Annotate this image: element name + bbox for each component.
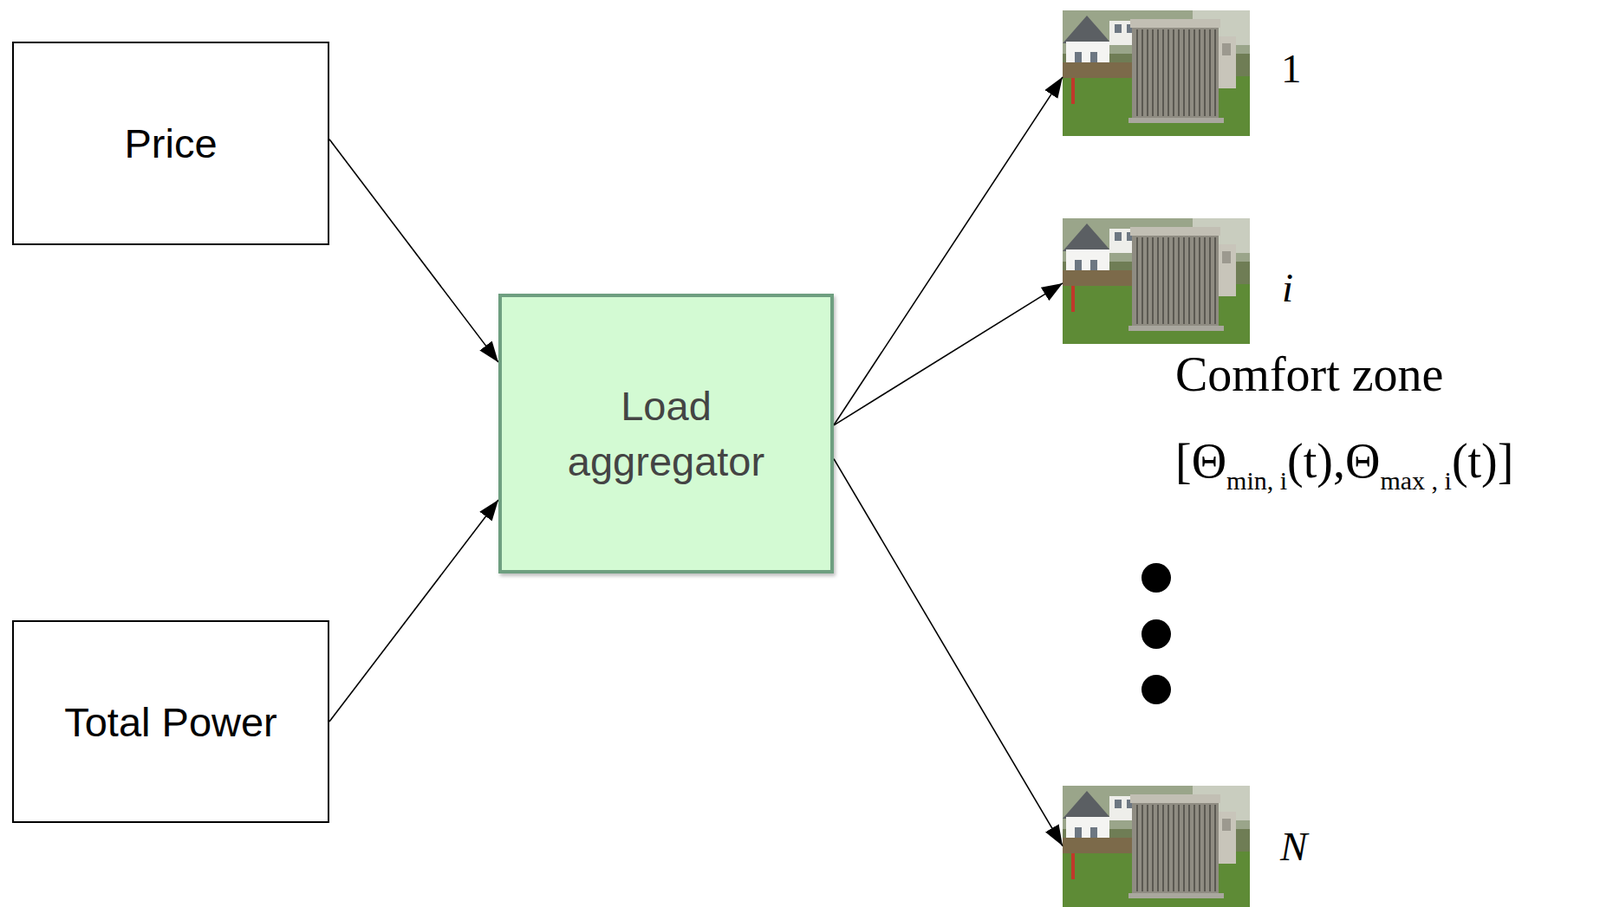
formula-text: [Θ: [1175, 434, 1227, 488]
house-number: i: [1281, 267, 1294, 309]
formula-text: (t),Θ: [1287, 434, 1380, 488]
comfort-interval: [Θmin, i(t),Θmax , i(t)]: [1175, 436, 1514, 495]
house-unit: N: [1062, 786, 1250, 907]
formula-text: (t)]: [1451, 434, 1515, 488]
arrow-connector: [833, 459, 1063, 847]
house-unit: 1: [1062, 10, 1250, 137]
input-box: Total Power: [12, 620, 330, 824]
box-label: Load aggregator: [545, 378, 788, 490]
ellipsis-dot: [1141, 563, 1171, 593]
aggregator-box: Load aggregator: [498, 293, 834, 574]
arrow-connector: [329, 500, 499, 722]
box-label: Total Power: [64, 698, 278, 747]
ac-unit-photo: [1062, 10, 1250, 137]
ac-unit-photo: [1062, 218, 1250, 345]
house-number: N: [1280, 826, 1308, 868]
ellipsis-dot: [1141, 675, 1171, 705]
input-box: Price: [12, 41, 330, 246]
ellipsis-dot: [1141, 619, 1171, 650]
house-number: 1: [1281, 48, 1302, 90]
subscript: max , i: [1379, 466, 1452, 495]
ac-unit-photo: [1062, 786, 1250, 907]
box-label: Price: [123, 119, 217, 168]
subscript: min, i: [1226, 466, 1288, 495]
house-unit: i: [1062, 218, 1250, 344]
arrow-connector: [833, 283, 1063, 426]
arrow-connector: [329, 139, 499, 363]
zone-label: Comfort zone: [1175, 348, 1444, 403]
arrow-connector: [833, 77, 1063, 426]
